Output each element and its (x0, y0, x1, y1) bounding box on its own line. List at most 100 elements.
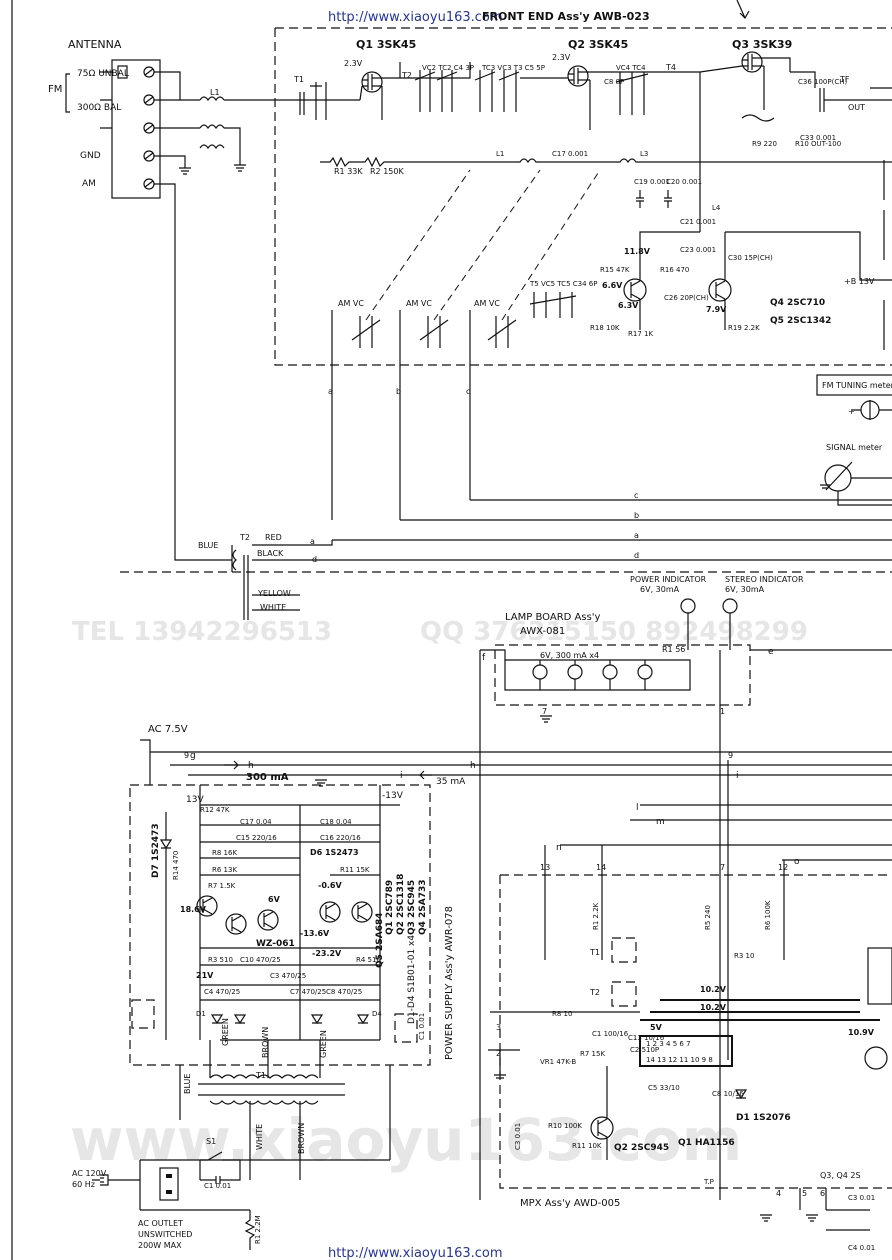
c30-label: C30 15P(CH) (728, 254, 773, 262)
transformer-secondary (209, 1074, 319, 1079)
lamp-icon (602, 664, 618, 680)
c23-label: C23 0.001 (680, 246, 716, 254)
mpx-title: MPX Ass'y AWD-005 (520, 1198, 620, 1209)
r9-label: R9 220 (752, 140, 777, 148)
ground-icon (315, 779, 327, 787)
svg-text:c: c (466, 387, 470, 396)
d7-label: D7 1S2473 (151, 823, 161, 878)
am-variable-caps (351, 316, 517, 348)
svg-text:T1: T1 (293, 75, 304, 84)
svg-text:T5 VC5 TC5 C34 6P: T5 VC5 TC5 C34 6P (529, 280, 597, 288)
dial-lamps (532, 664, 653, 680)
q3-label: Q3 3SK39 (732, 38, 792, 51)
svg-text:2.3V: 2.3V (552, 53, 571, 62)
am-vc-1: AM VC (338, 299, 364, 308)
q5-model: Q5 2SC1342 (770, 316, 831, 326)
svg-text:C3 0.01: C3 0.01 (848, 1194, 875, 1202)
svg-text:10.2V: 10.2V (700, 985, 727, 994)
front-end-title: FRONT END Ass'y AWB-023 (482, 10, 650, 23)
q4-model: Q4 2SC710 (770, 298, 825, 308)
current-300ma: 300 mA (246, 772, 289, 783)
diode-icon (734, 1089, 748, 1100)
ac-hz-label: 60 Hz (72, 1180, 95, 1189)
r6-mpx-label: R6 100K (764, 900, 772, 930)
r15-label: R15 47K (600, 266, 630, 274)
bal-label: 300Ω BAL (77, 103, 121, 113)
blue-wire-label: BLUE (198, 541, 218, 550)
r1-label: R1 33K (334, 167, 363, 176)
svg-text:7: 7 (542, 707, 547, 716)
stereo-indicator-label: STEREO INDICATOR (725, 575, 804, 584)
svg-text:6V, 30mA: 6V, 30mA (725, 585, 765, 594)
gnd-label: GND (80, 151, 101, 161)
antenna-feed (154, 71, 200, 129)
red-wire-label: RED (265, 533, 282, 542)
svg-text:C36 100P(CH): C36 100P(CH) (798, 78, 847, 86)
q1-mosfet (361, 71, 383, 93)
lamp-icon (637, 664, 653, 680)
lamp-board-border (494, 644, 751, 706)
r5-mpx-label: R5 240 (704, 905, 712, 930)
ps-q5-model: Q5 2SA684 (375, 912, 385, 968)
am-vc-2: AM VC (406, 299, 432, 308)
svg-text:4: 4 (776, 1189, 781, 1198)
ground-icon (806, 1214, 818, 1222)
am-label: AM (82, 179, 96, 189)
svg-text:10.2V: 10.2V (700, 1003, 727, 1012)
r16-label: R16 470 (660, 266, 689, 274)
bus-d-label: d (634, 551, 639, 560)
mpx-assembly: l m n o g 13 14 7 12 R1 2.2K R5 240 R6 1… (190, 751, 892, 1252)
am-vc-3: AM VC (474, 299, 500, 308)
q34-label: Q3, Q4 2S (820, 1171, 861, 1180)
c8-ps-label: C8 470/25 (326, 988, 362, 996)
v13-neg: -13V (382, 791, 404, 801)
ps-q5-transistor (351, 901, 373, 923)
ac-input: AC 120V 60 Hz S1 C1 0.01 AC OUTLET UNSWI… (72, 1137, 390, 1250)
tf-label: TF (839, 75, 850, 84)
green-wire-b: GREEN (319, 1030, 328, 1058)
terminal-tab (117, 65, 128, 79)
svg-text:b: b (634, 511, 639, 520)
bus-m-label: m (656, 817, 665, 827)
t1-mpx-label: T1 (589, 948, 600, 957)
svg-text:TC3 VC3 T3 C5 5P: TC3 VC3 T3 C5 5P (481, 64, 545, 72)
l1-coil-b (199, 124, 225, 130)
c5-mpx-label: C5 33/10 (648, 1084, 680, 1092)
url-watermark-top[interactable]: http://www.xiaoyu163.com (328, 10, 503, 25)
brown-wire-a: BROWN (261, 1027, 270, 1058)
power-switch-icon (200, 1151, 240, 1161)
lamp-icon (532, 664, 548, 680)
c7-ps-label: C7 470/25 (290, 988, 326, 996)
svg-text:a: a (328, 387, 333, 396)
q2-mosfet (567, 65, 589, 87)
svg-text:6V, 30mA: 6V, 30mA (640, 585, 680, 594)
c26-label: C26 20P(CH) (664, 294, 709, 302)
outlet-label: AC OUTLET (138, 1219, 183, 1228)
ps-q3-model: Q3 2SC945 (407, 880, 417, 935)
ground-symbols (315, 715, 818, 1222)
c17-label: C17 0.001 (552, 150, 588, 158)
mpx-q2-label: Q2 2SC945 (614, 1143, 669, 1153)
bus-h-label: h (470, 761, 476, 771)
transformer-core (198, 1083, 345, 1096)
big-watermark: www.xiaoyu163.com (70, 1106, 742, 1174)
svg-text:-23.2V: -23.2V (312, 949, 342, 958)
mpx-coil-t2 (611, 981, 637, 1007)
url-watermark-bottom[interactable]: http://www.xiaoyu163.com (328, 1246, 503, 1260)
c1-ac-label: C1 0.01 (204, 1182, 231, 1190)
transformer-primary (209, 1100, 319, 1105)
c1-ps-label: C1 0.01 (418, 1013, 426, 1040)
diode-icon (356, 1014, 370, 1025)
ac-75v-label: AC 7.5V (148, 724, 188, 735)
bus-n-label: n (556, 843, 562, 853)
svg-text:2: 2 (496, 1049, 501, 1058)
svg-text:6V: 6V (268, 895, 281, 904)
r1-lamp-label: R1 56 (662, 645, 685, 654)
front-end-border (274, 27, 892, 366)
svg-text:1: 1 (720, 707, 725, 716)
d6-label: D6 1S2473 (310, 848, 359, 857)
power-supply-assembly: AC 7.5V 9 9 h i h i 300 mA 35 mA 13V -13… (129, 724, 892, 1180)
lamp-icon (567, 664, 583, 680)
diode-icon (310, 1014, 324, 1025)
bus-e-label: e (768, 647, 774, 657)
